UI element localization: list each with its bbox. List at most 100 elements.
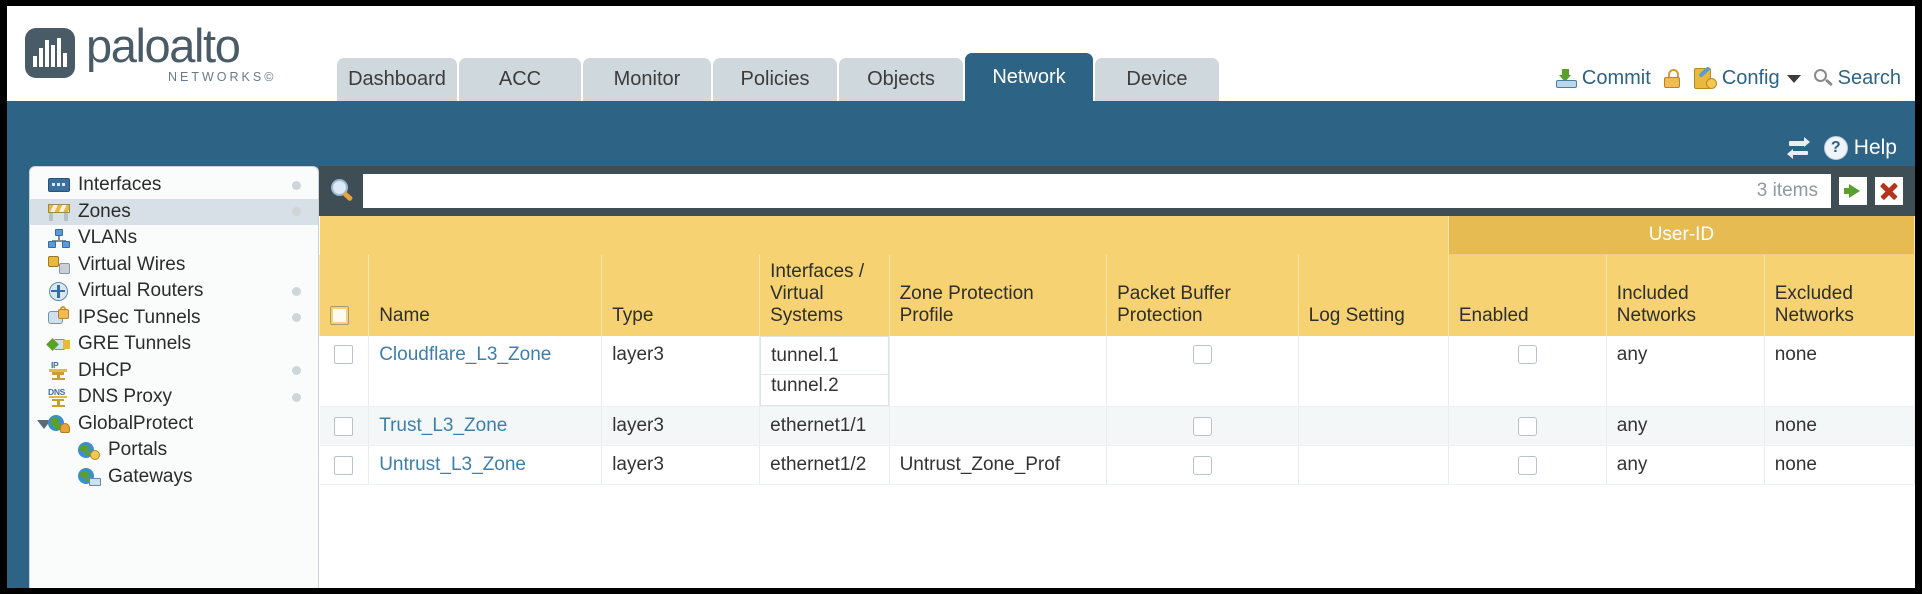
- sidebar-item-label: GRE Tunnels: [78, 333, 191, 355]
- virtual-wires-icon: [48, 255, 70, 275]
- column-header-log-setting[interactable]: Log Setting: [1297, 254, 1449, 336]
- sidebar-item-label: Gateways: [108, 465, 193, 487]
- zones-content-panel: 3 items: [319, 166, 1915, 588]
- table-group-header-row: User-ID: [319, 216, 1915, 256]
- apply-filter-button[interactable]: [1839, 177, 1867, 205]
- cell-name: Cloudflare_L3_Zone: [368, 335, 603, 408]
- magnifier-filter-icon[interactable]: [329, 178, 355, 204]
- cell-zone-protection-profile: Untrust_Zone_Prof: [889, 445, 1108, 485]
- sidebar-item-dhcp[interactable]: IP DHCP: [30, 358, 318, 385]
- group-header-userid: User-ID: [1447, 216, 1915, 256]
- cell-included-networks: any: [1606, 445, 1765, 485]
- sidebar-item-dns-proxy[interactable]: DNS DNS Proxy: [30, 384, 318, 411]
- virtual-routers-icon: [48, 281, 70, 301]
- column-header-interfaces[interactable]: Interfaces / Virtual Systems: [759, 254, 890, 336]
- zone-name-link[interactable]: Untrust_L3_Zone: [379, 454, 527, 476]
- tab-dashboard[interactable]: Dashboard: [337, 58, 457, 101]
- tab-device[interactable]: Device: [1095, 58, 1219, 101]
- column-header-packet-buffer-protection[interactable]: Packet Buffer Protection: [1106, 254, 1299, 336]
- help-button[interactable]: ? Help: [1823, 136, 1897, 160]
- config-label: Config: [1721, 67, 1780, 89]
- interfaces-header-line2: Virtual: [770, 282, 824, 304]
- zones-table: User-ID Name Type Interfaces / Virtual: [319, 216, 1915, 485]
- sidebar-item-label: Virtual Wires: [78, 253, 186, 275]
- green-arrow-apply-icon: [1844, 188, 1852, 194]
- interface-entry: tunnel.1: [760, 335, 889, 376]
- cell-packet-buffer-protection: [1106, 406, 1299, 447]
- cell-name: Trust_L3_Zone: [368, 406, 603, 447]
- column-header-included-networks[interactable]: Included Networks: [1605, 254, 1765, 336]
- table-row[interactable]: Trust_L3_Zone layer3 ethernet1/1: [319, 406, 1915, 447]
- sidebar-item-vlans[interactable]: VLANs: [30, 225, 318, 252]
- brand-name: paloalto: [86, 19, 241, 72]
- userid-enabled-checkbox[interactable]: [1517, 416, 1537, 436]
- gateways-icon: [78, 467, 101, 487]
- interfaces-icon: [48, 178, 70, 193]
- sidebar-item-virtual-wires[interactable]: Virtual Wires: [30, 252, 318, 279]
- tab-objects[interactable]: Objects: [839, 58, 963, 101]
- userid-enabled-checkbox[interactable]: [1517, 455, 1537, 475]
- cell-packet-buffer-protection: [1106, 445, 1299, 485]
- row-select-cell: [319, 406, 370, 447]
- tab-acc[interactable]: ACC: [459, 58, 581, 101]
- cell-userid-enabled: [1448, 335, 1607, 408]
- paloalto-logo: paloalto NETWORKS©: [25, 22, 276, 84]
- expander-triangle-icon[interactable]: [37, 419, 51, 429]
- column-header-name[interactable]: Name: [368, 254, 603, 336]
- zones-table-container: User-ID Name Type Interfaces / Virtual: [319, 216, 1915, 588]
- table-row[interactable]: Cloudflare_L3_Zone layer3 tunnel.1 tunne…: [319, 335, 1915, 408]
- pbp-header-line2: Protection: [1117, 304, 1203, 326]
- column-header-userid-enabled[interactable]: Enabled: [1447, 254, 1607, 336]
- interface-entry: tunnel.2: [760, 367, 889, 407]
- tab-monitor[interactable]: Monitor: [583, 58, 711, 101]
- cell-interfaces: ethernet1/2: [759, 445, 890, 485]
- cell-excluded-networks: none: [1764, 335, 1915, 408]
- row-checkbox[interactable]: [334, 416, 354, 436]
- interfaces-header-line1: Interfaces /: [770, 260, 865, 282]
- select-all-checkbox[interactable]: [330, 306, 349, 326]
- dhcp-icon: IP: [48, 360, 70, 381]
- clear-filter-button[interactable]: [1875, 177, 1903, 205]
- row-checkbox[interactable]: [334, 455, 354, 475]
- zpp-header-line1: Zone Protection: [899, 282, 1034, 304]
- column-header-type[interactable]: Type: [601, 254, 761, 336]
- sidebar-item-portals[interactable]: Portals: [30, 437, 318, 464]
- cell-excluded-networks: none: [1764, 406, 1915, 447]
- packet-buffer-protection-checkbox[interactable]: [1192, 345, 1212, 365]
- sidebar-item-virtual-routers[interactable]: Virtual Routers: [30, 278, 318, 305]
- sidebar-item-gateways[interactable]: Gateways: [30, 464, 318, 491]
- column-header-excluded-networks[interactable]: Excluded Networks: [1763, 254, 1915, 336]
- config-menu-button[interactable]: Config: [1693, 66, 1801, 90]
- packet-buffer-protection-checkbox[interactable]: [1192, 455, 1212, 475]
- sidebar-item-interfaces[interactable]: Interfaces: [30, 172, 318, 199]
- cell-included-networks: any: [1606, 335, 1765, 408]
- padlock-icon[interactable]: [1663, 69, 1681, 88]
- zone-name-link[interactable]: Cloudflare_L3_Zone: [379, 343, 552, 365]
- group-header-spacer: [319, 216, 1449, 255]
- zone-name-link[interactable]: Trust_L3_Zone: [379, 415, 508, 437]
- sidebar-item-zones[interactable]: Zones: [30, 198, 318, 225]
- commit-button[interactable]: Commit: [1555, 67, 1651, 90]
- commit-tray-icon: [1555, 69, 1577, 88]
- packet-buffer-protection-checkbox[interactable]: [1192, 416, 1212, 436]
- table-row[interactable]: Untrust_L3_Zone layer3 ethernet1/2 Untru…: [319, 445, 1915, 485]
- pbp-header-line1: Packet Buffer: [1117, 282, 1231, 304]
- interfaces-header-line3: Systems: [770, 304, 843, 326]
- sub-toolbar-actions: ? Help: [1786, 136, 1897, 160]
- row-checkbox[interactable]: [334, 345, 354, 365]
- search-input[interactable]: 3 items: [363, 174, 1831, 208]
- brand-tagline: NETWORKS©: [168, 70, 277, 84]
- userid-enabled-checkbox[interactable]: [1517, 345, 1537, 365]
- search-button[interactable]: Search: [1813, 67, 1901, 90]
- tab-network[interactable]: Network: [965, 53, 1093, 101]
- sub-toolbar: ? Help: [7, 101, 1915, 166]
- refresh-icon[interactable]: [1786, 137, 1811, 159]
- select-all-header: [319, 254, 370, 336]
- excluded-header-line1: Excluded: [1774, 282, 1853, 304]
- sidebar-item-ipsec-tunnels[interactable]: IPSec Tunnels: [30, 305, 318, 332]
- sidebar-item-globalprotect[interactable]: GlobalProtect: [30, 411, 318, 438]
- tab-policies[interactable]: Policies: [713, 58, 837, 101]
- brand-bar: paloalto NETWORKS© Dashboard ACC Monitor…: [7, 6, 1915, 101]
- sidebar-item-gre-tunnels[interactable]: GRE Tunnels: [30, 331, 318, 358]
- column-header-zone-protection-profile[interactable]: Zone Protection Profile: [888, 254, 1108, 336]
